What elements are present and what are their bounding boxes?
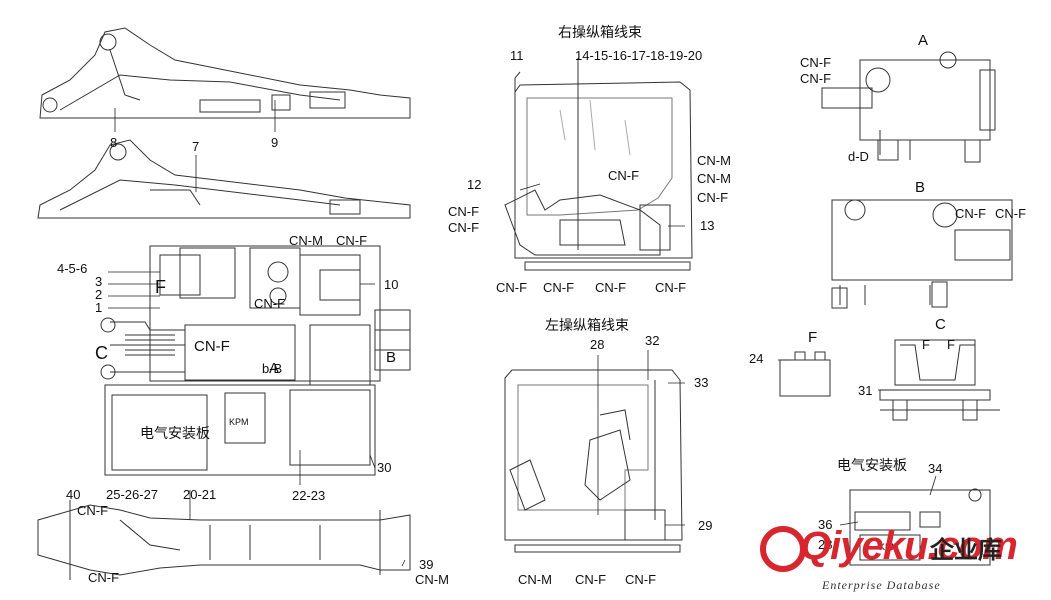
callout-32: 32 bbox=[645, 333, 660, 348]
boom-view-1 bbox=[39, 27, 411, 119]
connector-cnf-b3: CN-F bbox=[595, 280, 627, 295]
plan-view-frame bbox=[100, 245, 411, 476]
electrical-panel-detail bbox=[849, 488, 991, 566]
view-c bbox=[879, 339, 1000, 421]
view-b-title: B bbox=[915, 179, 926, 196]
view-f-marker: F bbox=[155, 277, 166, 297]
engine-view-a bbox=[821, 51, 996, 163]
electrical-panel-title: 电气安装板 bbox=[837, 458, 907, 474]
callout-1: 1 bbox=[95, 300, 103, 315]
callout-39: 39 bbox=[419, 557, 434, 572]
callout-22-23: 22-23 bbox=[292, 488, 326, 503]
connector-cnf-b-b: CN-F bbox=[995, 206, 1027, 221]
view-f-battery bbox=[779, 351, 831, 397]
callout-8: 8 bbox=[110, 135, 118, 150]
callout-28-cab: 28 bbox=[590, 337, 605, 352]
connector-cnf-lh2: CN-F bbox=[625, 572, 657, 587]
connector-cnm-right1: CN-M bbox=[697, 153, 731, 168]
callout-7: 7 bbox=[192, 139, 200, 154]
callout-9: 9 bbox=[271, 135, 279, 150]
engine-view-b bbox=[831, 199, 1013, 309]
connector-cnf-a2: CN-F bbox=[800, 71, 832, 86]
callout-31: 31 bbox=[858, 383, 873, 398]
view-db-marker: b-B bbox=[262, 361, 283, 376]
kpm-panel-label: KPM bbox=[879, 542, 899, 552]
view-b-marker: B bbox=[386, 349, 397, 366]
callout-24: 24 bbox=[749, 351, 764, 366]
callout-34: 34 bbox=[928, 461, 943, 476]
connector-cnf-l1: CN-F bbox=[448, 204, 480, 219]
left-cab-drawing bbox=[504, 369, 683, 553]
connector-cnf-mid: CN-F bbox=[254, 296, 286, 311]
connector-cnf-left: CN-F bbox=[194, 338, 230, 355]
callout-33: 33 bbox=[694, 375, 709, 390]
callout-40: 40 bbox=[66, 487, 81, 502]
right-harness-title: 右操纵箱线束 bbox=[558, 25, 642, 41]
connector-cnf-a1: CN-F bbox=[800, 55, 832, 70]
callout-14-20: 14-15-16-17-18-19-20 bbox=[575, 48, 703, 63]
right-cab-drawing bbox=[504, 58, 693, 271]
connector-cnf-top: CN-F bbox=[336, 233, 368, 248]
view-c-title: C bbox=[935, 316, 946, 333]
view-a-title: A bbox=[918, 32, 929, 49]
connector-cnm-boom: CN-M bbox=[415, 572, 449, 587]
callout-2: 2 bbox=[95, 287, 103, 302]
watermark-sub: Enterprise Database bbox=[822, 578, 941, 592]
callout-36: 36 bbox=[818, 517, 833, 532]
callout-28-panel: 28 bbox=[818, 537, 833, 552]
callout-4-5-6: 4-5-6 bbox=[57, 261, 88, 276]
connector-cnf-b4: CN-F bbox=[655, 280, 687, 295]
callout-10: 10 bbox=[384, 277, 399, 292]
connector-cnf-b1: CN-F bbox=[496, 280, 528, 295]
connector-cnf-b-a: CN-F bbox=[955, 206, 987, 221]
view-a-marker: A bbox=[269, 360, 280, 377]
connector-cnm-lh: CN-M bbox=[518, 572, 552, 587]
connector-cnf-b2: CN-F bbox=[543, 280, 575, 295]
view-c-marker: C bbox=[95, 343, 108, 363]
watermark-logo: Qiyeku.com 企业库 Enterprise Database bbox=[760, 522, 1040, 592]
callout-20-21: 20-21 bbox=[183, 487, 217, 502]
connector-cnf-boom2: CN-F bbox=[88, 570, 120, 585]
boom-view-2 bbox=[37, 139, 411, 219]
connector-cnf-boom1: CN-F bbox=[77, 503, 109, 518]
left-harness-title: 左操纵箱线束 bbox=[545, 318, 629, 334]
connector-cnf-right2: CN-F bbox=[697, 190, 729, 205]
lower-frame bbox=[37, 500, 411, 580]
connector-cnf-right1: CN-F bbox=[608, 168, 640, 183]
watermark-brand: Qiyeku.com bbox=[800, 524, 1018, 568]
kpm-label: KPM bbox=[229, 417, 249, 427]
watermark-cn: 企业库 bbox=[930, 536, 1002, 564]
callout-13: 13 bbox=[700, 218, 715, 233]
callout-29: 29 bbox=[698, 518, 713, 533]
connector-cnf-l2: CN-F bbox=[448, 220, 480, 235]
label-f2: F bbox=[947, 337, 955, 352]
view-f-title: F bbox=[808, 329, 818, 346]
label-f1: F bbox=[922, 337, 930, 352]
callout-25-27: 25-26-27 bbox=[106, 487, 159, 502]
logo-ring-icon bbox=[760, 526, 806, 572]
connector-cnm-top: CN-M bbox=[289, 233, 323, 248]
callout-11: 11 bbox=[510, 48, 524, 63]
electrical-panel-inline-label: 电气安装板 bbox=[140, 426, 210, 442]
label-d-d: d-D bbox=[848, 149, 869, 164]
connector-cnm-right2: CN-M bbox=[697, 171, 731, 186]
callout-12: 12 bbox=[467, 177, 482, 192]
callout-30: 30 bbox=[377, 460, 392, 475]
connector-cnf-lh1: CN-F bbox=[575, 572, 607, 587]
callout-3: 3 bbox=[95, 274, 103, 289]
